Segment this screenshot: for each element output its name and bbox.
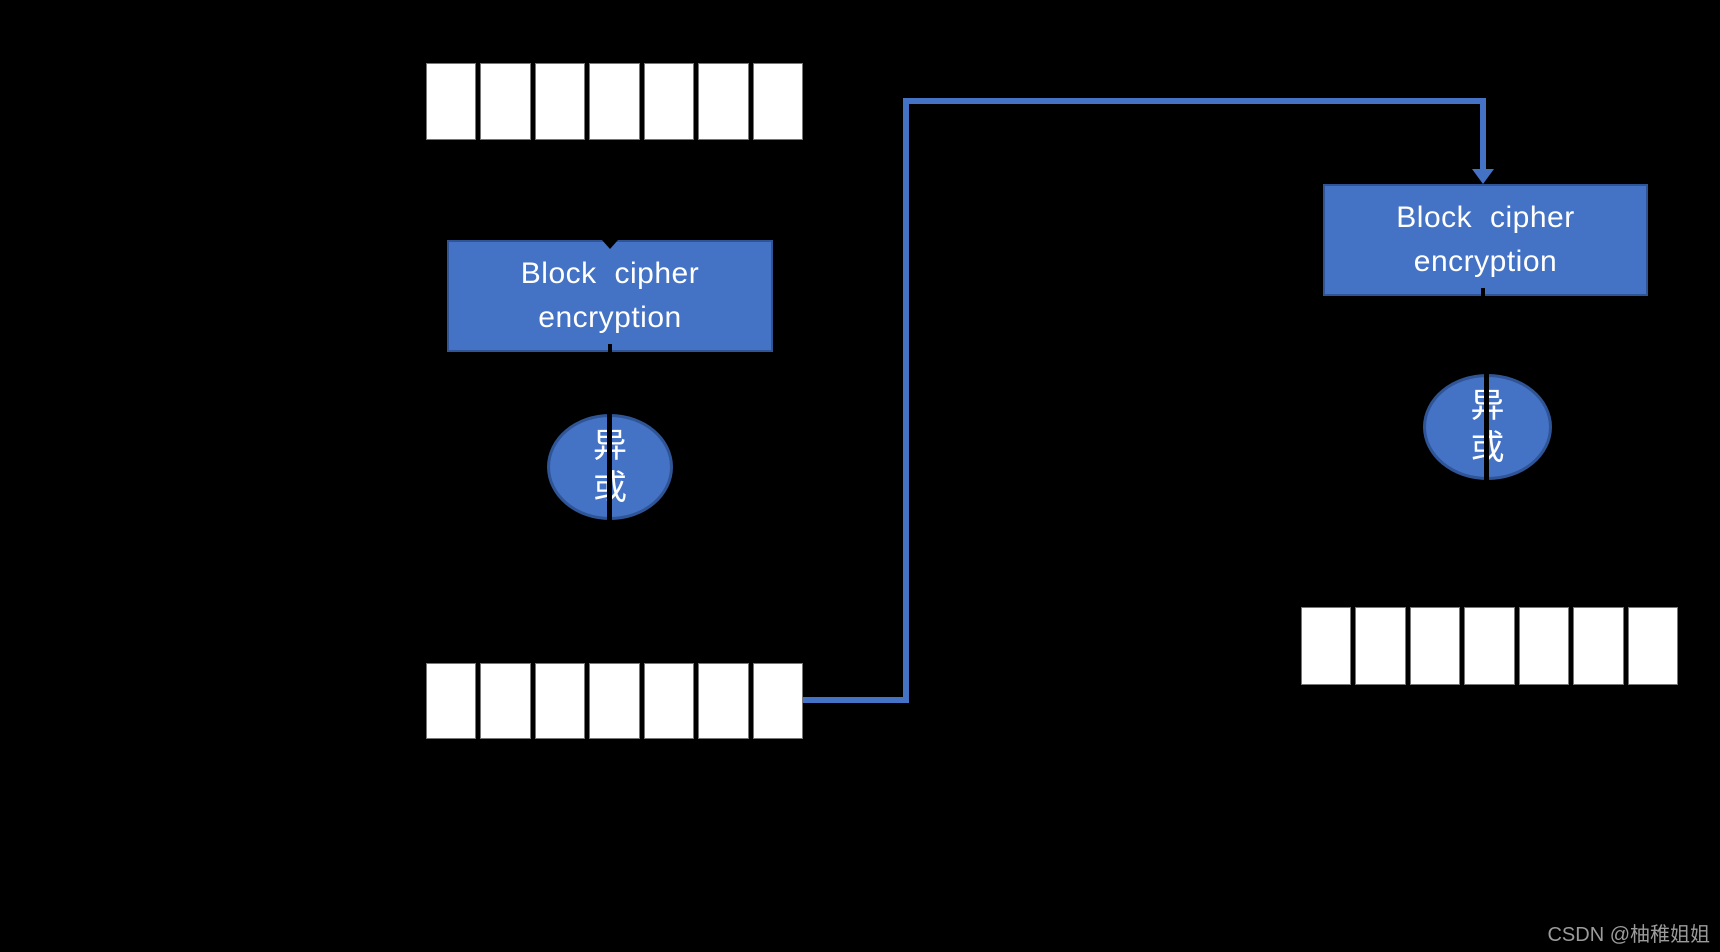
- register-cell: [426, 663, 477, 739]
- hidden-arrow-tick-left-cipher-bottom: [608, 344, 612, 356]
- shift-register-bottom-right: [1301, 607, 1678, 685]
- hidden-arrowhead-into-left-cipher-box: [602, 240, 618, 249]
- feedback-connector-arrowhead: [1472, 169, 1494, 184]
- left-cipher-label-line2: encryption: [538, 301, 682, 334]
- register-cell: [752, 663, 803, 739]
- register-cell: [1573, 607, 1624, 685]
- right-cipher-box: Block cipher encryption: [1323, 184, 1648, 296]
- left-cipher-box: Block cipher encryption: [447, 240, 773, 352]
- hidden-arrow-line-through-left-xor: [607, 408, 612, 526]
- register-cell: [1464, 607, 1515, 685]
- register-cell: [589, 663, 640, 739]
- register-cell: [426, 63, 477, 140]
- right-cipher-label-line2: encryption: [1413, 245, 1558, 278]
- feedback-connector-drop-segment: [1480, 98, 1486, 170]
- watermark: CSDN @柚稚姐姐: [1547, 924, 1710, 946]
- register-cell: [643, 63, 695, 140]
- feedback-connector-top-segment: [903, 98, 1486, 104]
- register-cell: [480, 663, 531, 739]
- hidden-arrow-tick-right-cipher-bottom: [1481, 288, 1485, 300]
- register-cell: [1355, 607, 1406, 685]
- register-cell: [534, 63, 586, 140]
- feedback-connector-vertical-segment: [903, 98, 909, 703]
- register-cell: [1627, 607, 1678, 685]
- hidden-arrow-line-through-right-xor: [1484, 368, 1489, 486]
- register-cell: [589, 63, 640, 140]
- left-cipher-label-line1: Block cipher: [520, 257, 700, 290]
- register-cell: [480, 63, 531, 140]
- shift-register-top-left: [426, 63, 803, 140]
- register-cell: [698, 63, 749, 140]
- right-cipher-label-line1: Block cipher: [1396, 201, 1575, 234]
- shift-register-bottom-left: [426, 663, 803, 739]
- register-cell: [698, 663, 749, 739]
- register-cell: [643, 663, 695, 739]
- register-cell: [1409, 607, 1461, 685]
- register-cell: [534, 663, 586, 739]
- register-cell: [1301, 607, 1352, 685]
- register-cell: [752, 63, 803, 140]
- feedback-connector-bottom-segment: [803, 697, 906, 703]
- register-cell: [1518, 607, 1570, 685]
